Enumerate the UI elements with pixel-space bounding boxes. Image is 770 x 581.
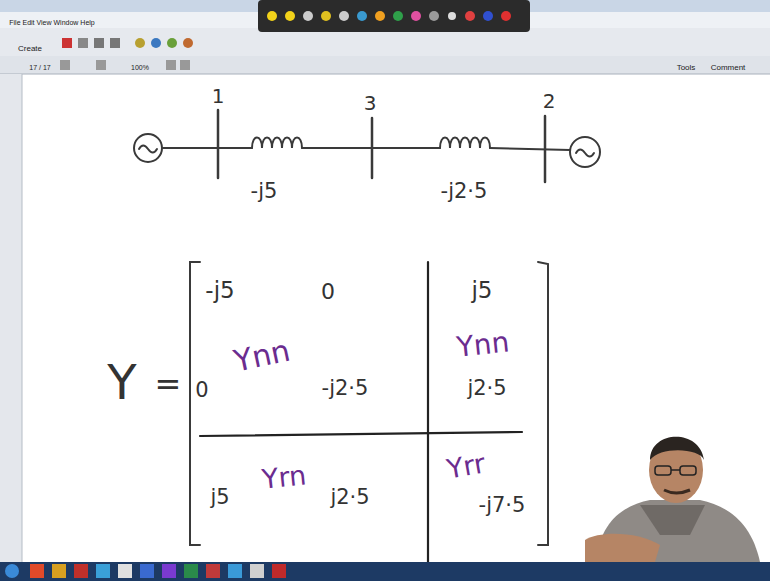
toolbar-button: Create <box>18 45 42 53</box>
zoom-value: 100% <box>131 64 149 71</box>
submatrix-label: Yrr <box>445 449 487 482</box>
bus-bar <box>217 110 220 178</box>
toolbar-button: Comment <box>711 64 746 72</box>
taskbar <box>0 562 770 581</box>
submatrix-label: Ynn <box>231 335 292 376</box>
matrix-bracket <box>538 262 548 545</box>
matrix-entry: -j2·5 <box>322 378 369 399</box>
menu-text-holder: File Edit View Window Help <box>9 11 94 29</box>
matrix-entry-holder: j5 <box>210 487 229 508</box>
matrix-bracket <box>190 262 200 545</box>
matrix-entry-holder: j2·5 <box>467 378 506 399</box>
matrix-entry-holder: j2·5 <box>330 487 369 508</box>
pen-toolbar <box>258 0 530 32</box>
matrix-entry-holder: -j7·5 <box>479 495 526 516</box>
submatrix-label-holder: Yrr <box>447 453 485 480</box>
one-line-diagram <box>134 110 600 182</box>
toolbar-edge <box>0 74 770 75</box>
bus-number-holder: 2 <box>543 91 556 112</box>
inductor-symbol <box>440 138 490 149</box>
generator-symbol <box>570 137 600 167</box>
page-number-holder: 17 / 17 <box>29 56 50 74</box>
side-panel <box>0 74 22 562</box>
matrix-entry: -j5 <box>205 279 234 302</box>
matrix-entry: j2·5 <box>330 487 369 508</box>
pen-icons <box>267 11 511 21</box>
submatrix-label-holder: Ynn <box>457 331 510 359</box>
wire <box>162 147 252 149</box>
matrix-symbol-holder: Y <box>107 358 136 406</box>
page-number: 17 / 17 <box>29 64 50 71</box>
generator-symbol <box>576 150 594 157</box>
generator-symbol <box>139 146 157 153</box>
side-panel-edge <box>22 74 23 562</box>
matrix-partition <box>200 262 522 565</box>
submatrix-label-holder: Yrn <box>262 464 306 491</box>
inductor-symbol <box>252 138 302 149</box>
submatrix-label: Yrn <box>261 461 308 492</box>
reactance-label-holder: -j2·5 <box>441 181 488 202</box>
bus-bar <box>544 116 547 182</box>
toolbar-button-holder: Create <box>18 37 42 55</box>
matrix-entry-holder: 0 <box>195 380 208 401</box>
matrix-entry: -j7·5 <box>479 495 526 516</box>
matrix-entry: j5 <box>471 279 492 302</box>
reactance-label: -j5 <box>251 181 278 202</box>
matrix-brackets <box>190 262 548 545</box>
lecturer-figure <box>585 437 760 562</box>
nav-toolbar <box>0 56 770 74</box>
matrix-entry: 0 <box>321 281 335 303</box>
matrix-entry-holder: -j2·5 <box>322 378 369 399</box>
equals-sign: = <box>155 368 182 400</box>
toolbar <box>0 28 770 56</box>
bus-number: 1 <box>212 86 225 106</box>
matrix-symbol: Y <box>107 358 136 406</box>
generator-symbol <box>134 134 162 162</box>
bus-number-holder: 1 <box>212 86 225 107</box>
bus-number: 3 <box>364 93 377 113</box>
matrix-entry: j5 <box>210 487 229 508</box>
matrix-entry-holder: 0 <box>321 281 335 303</box>
menu-text: File Edit View Window Help <box>9 19 94 26</box>
toolbar-button: Tools <box>677 64 696 72</box>
matrix-entry-holder: -j5 <box>205 279 234 302</box>
toolbar-button-holder: Tools <box>677 56 696 74</box>
reactance-label: -j2·5 <box>441 181 488 202</box>
zoom-value-holder: 100% <box>131 56 149 74</box>
equals-sign-holder: = <box>155 368 182 400</box>
submatrix-label-holder: Ynn <box>234 341 290 371</box>
bus-number-holder: 3 <box>364 93 377 114</box>
matrix-entry: 0 <box>195 380 208 401</box>
submatrix-label: Ynn <box>455 328 510 361</box>
bus-bar <box>371 118 374 178</box>
matrix-entry: j2·5 <box>467 378 506 399</box>
partition-line <box>200 432 522 436</box>
matrix-entry-holder: j5 <box>471 279 492 302</box>
partition-line <box>427 262 429 565</box>
toolbar-icons <box>60 38 193 70</box>
bus-number: 2 <box>543 91 556 111</box>
taskbar-icons <box>5 564 286 578</box>
wire <box>490 148 570 150</box>
reactance-label-holder: -j5 <box>251 181 278 202</box>
toolbar-button-holder: Comment <box>711 56 746 74</box>
